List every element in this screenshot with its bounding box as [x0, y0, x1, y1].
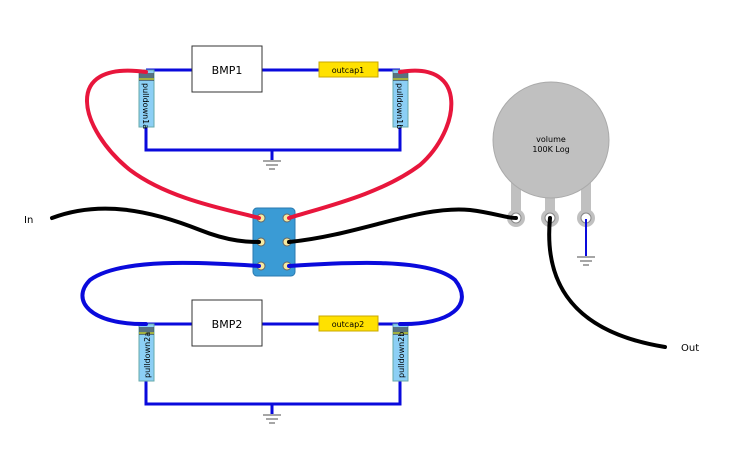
ground-symbol-2 — [263, 414, 281, 424]
circuit1-wires — [144, 68, 402, 160]
output-label: Out — [681, 343, 699, 354]
red-wire-right — [287, 68, 454, 220]
input-label: In — [24, 215, 33, 226]
bmp1-label: BMP1 — [212, 64, 243, 77]
svg-text:pulldown1a: pulldown1a — [141, 83, 150, 129]
input-wire — [50, 206, 261, 244]
svg-text:pulldown2a: pulldown2a — [143, 332, 152, 378]
outcap1-label: outcap1 — [332, 66, 365, 75]
resistor-pulldown2a: pulldown2a — [138, 323, 155, 382]
pot-value: 100K Log — [532, 145, 569, 154]
svg-text:pulldown2b: pulldown2b — [397, 332, 406, 378]
output-wire — [547, 216, 667, 349]
bmp1-module — [191, 45, 263, 93]
blue-wire-right — [287, 260, 464, 327]
bmp2-label: BMP2 — [212, 318, 243, 331]
switch-to-pot-wire — [287, 207, 518, 244]
blue-wire-left — [80, 260, 261, 327]
ground-symbol-1 — [263, 160, 281, 170]
pot-name: volume — [536, 135, 566, 144]
svg-text:pulldown1b: pulldown1b — [395, 83, 404, 129]
resistor-pulldown1a: pulldown1a — [138, 69, 155, 129]
outcap1 — [318, 61, 379, 78]
ground-symbol-3 — [577, 256, 595, 266]
outcap2 — [318, 315, 379, 332]
resistor-pulldown2b: pulldown2b — [392, 323, 409, 382]
resistor-pulldown1b: pulldown1b — [392, 69, 409, 129]
outcap2-label: outcap2 — [332, 320, 365, 329]
circuit2-wires — [144, 322, 402, 414]
bmp2-module — [191, 299, 263, 347]
red-wire-left — [85, 68, 261, 220]
volume-pot: volume 100K Log — [492, 81, 610, 227]
